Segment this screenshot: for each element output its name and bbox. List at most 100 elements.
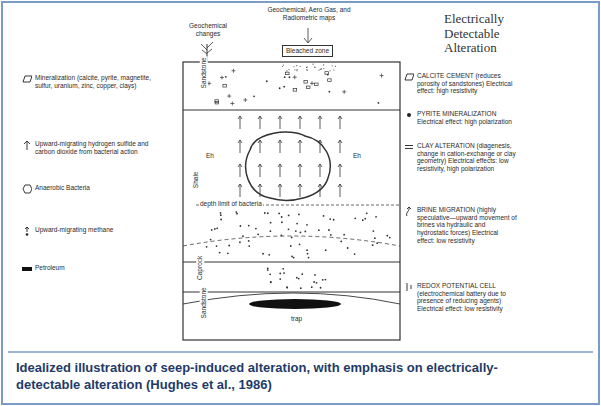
gas-arrowhead [318, 116, 322, 119]
gas-arrow [240, 164, 241, 177]
bleach-stipple [297, 69, 298, 70]
bleach-stipple [318, 69, 319, 70]
legend-symbol-part [25, 227, 29, 232]
bleach-stipple [314, 66, 315, 67]
methane-dot [248, 240, 250, 242]
bleach-stipple [293, 66, 294, 67]
mineral-dot [225, 76, 227, 78]
bleach-stipple [282, 66, 283, 67]
pyrite-mark [342, 90, 346, 94]
gas-arrow [280, 140, 281, 153]
gas-arrow [280, 116, 281, 129]
layer-name: Caprock [196, 255, 204, 281]
methane-dot [306, 224, 308, 226]
gas-arrowhead [278, 184, 282, 187]
annotation: Geochemical changes [178, 22, 238, 37]
section-box [183, 62, 400, 340]
methane-dot [220, 212, 222, 214]
bleach-stipple [323, 64, 324, 65]
legend-text: Upward-migrating methane [35, 226, 153, 234]
methane-dot [270, 281, 272, 283]
legend-symbol-part [405, 146, 413, 149]
layer-boundary [183, 292, 400, 293]
zone-box: Bleached zone [282, 45, 333, 57]
bleach-stipple [323, 68, 324, 69]
mineral-dot [289, 76, 291, 78]
mineral-grain [223, 85, 227, 88]
methane-dot [354, 253, 356, 255]
methane-dot [304, 230, 306, 232]
legend-text: PYRITE MINERALIZATION Electrical effect:… [417, 110, 517, 125]
gas-arrowhead [318, 140, 322, 143]
bleach-stipple [332, 65, 333, 66]
methane-dot [366, 212, 368, 214]
gas-arrow [300, 140, 301, 153]
methane-dot [283, 272, 285, 274]
legend-symbol-part [24, 141, 30, 150]
methane-dot [330, 234, 332, 236]
gas-arrow [260, 184, 261, 197]
pyrite-mark [207, 81, 211, 85]
legend-symbol-part [26, 233, 29, 236]
methane-dot [314, 274, 316, 276]
methane-dot [267, 269, 269, 271]
methane-dot [375, 216, 377, 218]
gas-arrow [320, 140, 321, 153]
pyrite-mark [380, 74, 384, 78]
methane-dot [281, 221, 283, 223]
mineral-dot [283, 86, 285, 88]
methane-dot [270, 281, 272, 283]
mineral-grain [306, 86, 310, 89]
legend-text: CALCITE CEMENT (reduces porosity of sand… [417, 72, 517, 95]
mineral-dot [378, 102, 380, 104]
bleach-stipple [307, 66, 308, 67]
pyrite-mark [310, 81, 314, 85]
bleach-stipple [312, 64, 313, 65]
bleach-stipple [306, 69, 307, 70]
bleach-stipple [333, 69, 334, 70]
mineral-grain [293, 89, 297, 92]
legend-item: Anaerobic Bacteria [22, 184, 153, 192]
legend-text: Petroleum [35, 264, 153, 272]
mineral-dot [327, 74, 329, 76]
methane-dot [328, 229, 330, 231]
gas-arrow [320, 116, 321, 129]
legend-item: Upward-migrating hydrogen sulfide and ca… [22, 140, 153, 155]
bleach-stipple [286, 70, 287, 71]
gas-arrowhead [338, 116, 342, 119]
methane-dot [313, 281, 315, 283]
layer-name: Sandstone [200, 56, 208, 89]
gas-arrow [300, 184, 301, 197]
mineral-grain [304, 81, 308, 84]
methane-dot [220, 214, 222, 216]
bleach-stipple [283, 64, 284, 65]
methane-dot [282, 268, 284, 270]
methane-dot [354, 217, 356, 219]
legend-symbol [404, 206, 414, 216]
gas-arrowhead [338, 164, 342, 167]
caption-rule [8, 351, 593, 353]
mineral-dot [266, 80, 268, 82]
methane-dot [301, 273, 303, 275]
methane-dot [325, 249, 327, 251]
legend-item: Petroleum [22, 264, 153, 272]
methane-dot [307, 253, 309, 255]
gas-arrowhead [338, 140, 342, 143]
methane-dot [329, 218, 331, 220]
methane-dot [296, 223, 298, 225]
gas-arrow [340, 140, 341, 153]
legend-symbol-part [407, 283, 411, 291]
gas-arrow [260, 164, 261, 177]
gas-arrowhead [238, 140, 242, 143]
gas-arrow [260, 140, 261, 153]
leader-arrowhead [304, 38, 312, 43]
legend-item: Mineralization (calcite, pyrite, magneti… [22, 74, 153, 89]
bleach-stipple [320, 69, 321, 70]
methane-dot [364, 218, 366, 220]
methane-dot [219, 252, 221, 254]
methane-dot [286, 287, 288, 289]
gas-arrow [320, 164, 321, 177]
zone-label: Bleached zone [286, 47, 329, 55]
methane-dot [216, 227, 218, 229]
layer-name: Sandstone [200, 286, 208, 319]
